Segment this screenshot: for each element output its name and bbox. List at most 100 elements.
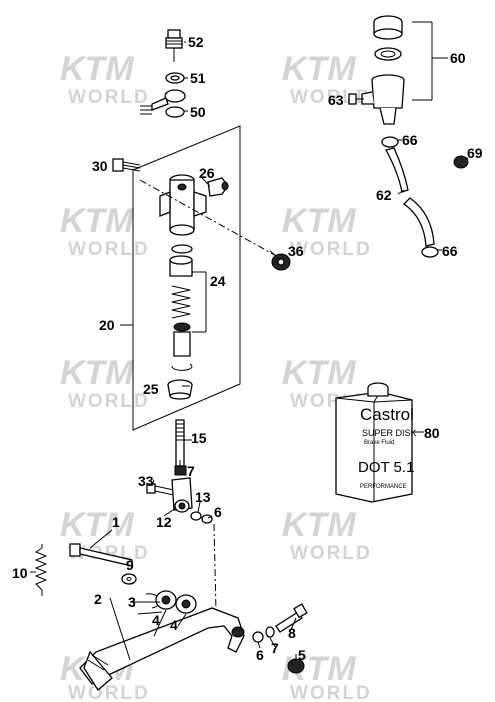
watermark-world: WORLD [68, 683, 150, 702]
clevis-12 [171, 477, 193, 513]
reservoir-bracket-60 [412, 21, 448, 101]
callout-80: 80 [424, 425, 440, 441]
fluid-can-80: Castrol SUPER DISK Brake Fluid DOT 5.1 P… [335, 382, 417, 503]
callout-36: 36 [288, 243, 304, 259]
callout-66-lower: 66 [442, 243, 458, 259]
boot-25 [167, 379, 193, 400]
can-sub: Brake Fluid [364, 440, 394, 446]
bearing-4b [175, 594, 197, 614]
can-footer: PERFORMANCE [360, 484, 407, 490]
watermark-ktm: KTM [282, 50, 356, 88]
callout-33: 33 [138, 473, 154, 489]
watermark-ktm: KTM [60, 50, 134, 88]
callout-63: 63 [328, 92, 344, 108]
master-cylinder-body [159, 174, 207, 236]
watermark-ktm: KTM [60, 202, 134, 240]
hose-62 [385, 147, 435, 247]
watermark: KTM WORLD [60, 50, 150, 108]
callout-60: 60 [450, 50, 466, 66]
callout-24: 24 [210, 273, 226, 289]
watermark: KTM WORLD [282, 650, 372, 702]
callout-9: 9 [126, 557, 134, 573]
callout-20: 20 [99, 317, 115, 333]
plug-69 [453, 155, 469, 169]
bolt-8 [275, 603, 308, 633]
callout-1: 1 [112, 514, 120, 530]
grommet-36 [271, 253, 291, 271]
callout-13: 13 [195, 489, 211, 505]
washer-9 [121, 573, 137, 585]
callout-69: 69 [467, 145, 483, 161]
callout-12: 12 [156, 514, 172, 530]
watermark-ktm: KTM [60, 354, 134, 392]
watermark-ktm: KTM [282, 506, 356, 544]
hose-clamp-66-lower [421, 246, 439, 258]
callout-2: 2 [94, 591, 102, 607]
push-rod-15 [175, 419, 185, 467]
callout-26: 26 [199, 165, 215, 181]
callout-51: 51 [190, 70, 206, 86]
bearing-4a [155, 590, 177, 610]
circlip [171, 363, 193, 371]
pivot-bolt-1 [69, 543, 133, 567]
reservoir-body [361, 74, 405, 125]
brake-pedal-2 [79, 607, 245, 691]
watermark-world: WORLD [68, 239, 150, 260]
callout-62: 62 [376, 187, 392, 203]
washer-13 [190, 511, 202, 521]
callout-7-lower: 7 [271, 640, 279, 656]
bolt-30 [112, 158, 141, 172]
piston-kit-24 [169, 255, 207, 357]
watermark-ktm: KTM [282, 202, 356, 240]
nut-6-lower [252, 631, 264, 643]
can-product: SUPER DISK [362, 428, 417, 438]
callout-7-upper: 7 [187, 463, 195, 479]
callout-52: 52 [188, 34, 204, 50]
master-cylinder-frame [120, 125, 241, 431]
elbow-fitting-26 [207, 177, 229, 197]
callout-30: 30 [92, 158, 108, 174]
reservoir-diaphragm [374, 47, 402, 61]
washer-51 [165, 72, 185, 84]
watermark-ktm: KTM [60, 506, 134, 544]
watermark-world: WORLD [290, 543, 372, 564]
callout-25: 25 [143, 381, 159, 397]
callout-4-b: 4 [170, 617, 178, 633]
banjo-fitting-50 [140, 89, 186, 118]
hose-clamp-66-upper [381, 136, 399, 148]
watermark: KTM WORLD [60, 202, 150, 260]
callout-8: 8 [288, 625, 296, 641]
link-line [213, 523, 217, 613]
watermark-world: WORLD [290, 683, 372, 702]
washer-7-lower [265, 626, 275, 638]
screw-63 [348, 93, 364, 105]
watermark: KTM WORLD [282, 202, 372, 260]
callout-10: 10 [12, 565, 28, 581]
callout-66-upper: 66 [402, 132, 418, 148]
bolt-33 [146, 483, 175, 496]
callout-5: 5 [298, 647, 306, 663]
can-spec: DOT 5.1 [358, 459, 414, 476]
nut-7 [174, 465, 187, 476]
o-ring [171, 244, 193, 254]
callout-3: 3 [128, 594, 136, 610]
watermark-world: WORLD [290, 239, 372, 260]
watermark-world: WORLD [68, 87, 150, 108]
dashed-axis [139, 179, 281, 259]
callout-50: 50 [190, 104, 206, 120]
watermark-ktm: KTM [282, 354, 356, 392]
callout-6-upper: 6 [214, 504, 222, 520]
watermark: KTM WORLD [60, 354, 150, 412]
watermark: KTM WORLD [282, 506, 372, 564]
can-brand: Castrol [360, 405, 414, 424]
callout-4-a: 4 [152, 612, 160, 628]
watermark-world: WORLD [68, 391, 150, 412]
leader-lines [30, 41, 468, 661]
callout-15: 15 [191, 430, 207, 446]
callout-labels: 52 51 50 30 26 24 20 25 15 7 33 13 6 12 … [12, 34, 483, 663]
banjo-bolt-52 [165, 29, 183, 62]
spring-10 [34, 544, 48, 596]
callout-6-lower: 6 [256, 647, 264, 663]
